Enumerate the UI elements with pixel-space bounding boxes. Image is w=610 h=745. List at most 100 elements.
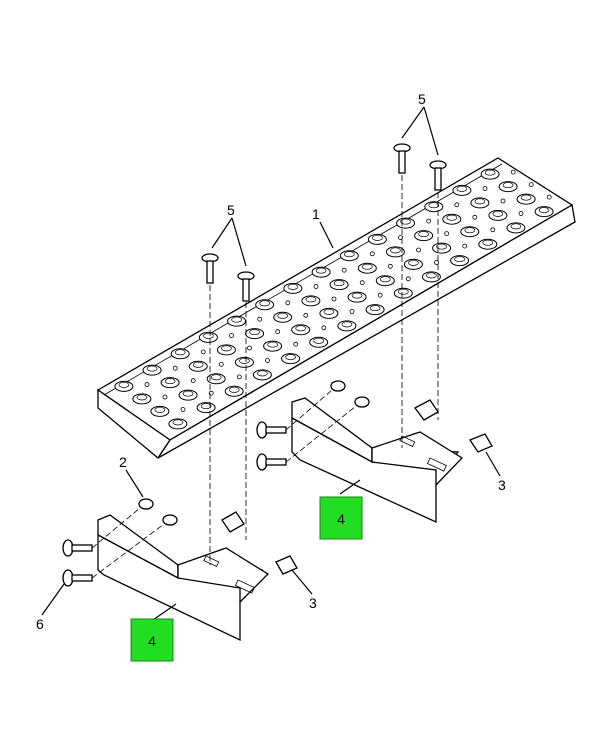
tread-hole (142, 364, 162, 376)
tread-hole-rim (351, 292, 363, 299)
tread-hole-rim (203, 332, 214, 339)
tread-hole-rim (428, 202, 440, 209)
tread-hole (442, 213, 462, 225)
bracket-right (291, 397, 464, 524)
tread-hole-rim (408, 259, 419, 266)
tread-hole (347, 291, 367, 303)
tread-hole (196, 402, 216, 414)
tread-hole-rim (379, 276, 391, 283)
tread-dot (454, 202, 460, 208)
tread-dot (200, 349, 206, 355)
tread-hole (168, 418, 188, 430)
tread-hole (301, 295, 321, 307)
tread-dot (510, 169, 516, 175)
alignment-lines (91, 175, 439, 579)
tread-dot (518, 211, 524, 216)
tread-hole (283, 282, 303, 294)
tread-dot (321, 325, 327, 331)
tread-hole-rim (333, 280, 345, 287)
tread-hole (150, 405, 170, 417)
tread-hole (170, 348, 190, 360)
step-plate (96, 157, 576, 459)
tread-hole-rim (436, 243, 447, 250)
tread-hole-rim (400, 218, 411, 225)
tread-dot (349, 309, 355, 314)
tread-dot (500, 198, 506, 204)
tread-hole (432, 242, 452, 254)
tread-dot (434, 260, 439, 265)
tread-hole (470, 197, 490, 209)
tread-dot (247, 345, 252, 351)
tread-hole (252, 369, 272, 381)
tread-hole (216, 344, 236, 356)
leader-lines (41, 106, 501, 623)
tread-dot (444, 231, 450, 237)
tread-dot (313, 284, 319, 289)
tread-hole (339, 250, 359, 262)
tread-hole-rim (343, 251, 355, 258)
bolts-top-right (393, 143, 447, 191)
tread-hole-rim (136, 394, 148, 401)
tread-dot (293, 341, 299, 347)
svg-text:4: 4 (337, 511, 345, 527)
tread-hole-rim (182, 390, 194, 397)
tread-hole-rim (361, 263, 373, 270)
badge-4-right: 4 (319, 496, 363, 540)
tread-hole (450, 255, 470, 267)
tread-hole (488, 209, 508, 221)
tread-dot (341, 267, 347, 273)
tread-hole-rim (267, 341, 278, 348)
tread-hole (424, 201, 444, 213)
tread-hole (329, 279, 349, 291)
tread-hole-rim (538, 207, 550, 214)
tread-hole-rim (369, 305, 381, 312)
tread-holes (114, 168, 554, 430)
tread-dot (180, 407, 186, 412)
tread-hole-rim (484, 169, 496, 176)
tread-hole-rim (174, 349, 186, 356)
tread-hole (245, 328, 265, 340)
tread-dot (331, 296, 337, 302)
tread-hole (114, 380, 134, 392)
tread-hole-rim (474, 198, 486, 205)
callout-6: 6 (36, 616, 44, 632)
tread-dot (172, 365, 178, 371)
tread-hole (234, 356, 254, 368)
tread-dot (405, 276, 411, 282)
tread-hole (291, 324, 311, 336)
tread-hole-rim (502, 182, 514, 189)
tread-hole (319, 307, 339, 319)
tread-hole-rim (200, 403, 212, 410)
tread-hole (396, 217, 416, 229)
tread-hole (403, 258, 423, 270)
tread-hole (273, 311, 293, 323)
tread-hole-rim (426, 272, 437, 279)
tread-hole-rim (259, 300, 271, 307)
tread-hole-rim (146, 365, 158, 372)
tread-dot (236, 374, 242, 380)
tread-hole-rim (172, 419, 184, 426)
tread-hole (227, 315, 247, 327)
tread-hole-rim (323, 308, 335, 315)
tread-dot (229, 333, 234, 338)
tread-dot (144, 382, 150, 387)
callout-2: 2 (119, 454, 127, 470)
tread-hole-rim (372, 234, 383, 241)
tread-hole (160, 377, 180, 389)
tread-dot (265, 358, 270, 363)
tread-dot (528, 182, 534, 188)
tread-hole (281, 353, 301, 365)
tread-hole-rim (510, 223, 522, 230)
tread-dot (546, 194, 552, 200)
tread-hole (460, 226, 480, 238)
tread-dot (369, 251, 375, 257)
badge-4-left: 4 (130, 618, 174, 662)
tread-hole-rim (464, 227, 476, 234)
tread-hole (309, 336, 329, 348)
tread-hole-rim (228, 386, 240, 393)
tread-hole-rim (397, 288, 409, 295)
tread-hole-rim (482, 239, 494, 246)
tread-hole (365, 304, 385, 316)
bolts-top-left (201, 253, 255, 302)
